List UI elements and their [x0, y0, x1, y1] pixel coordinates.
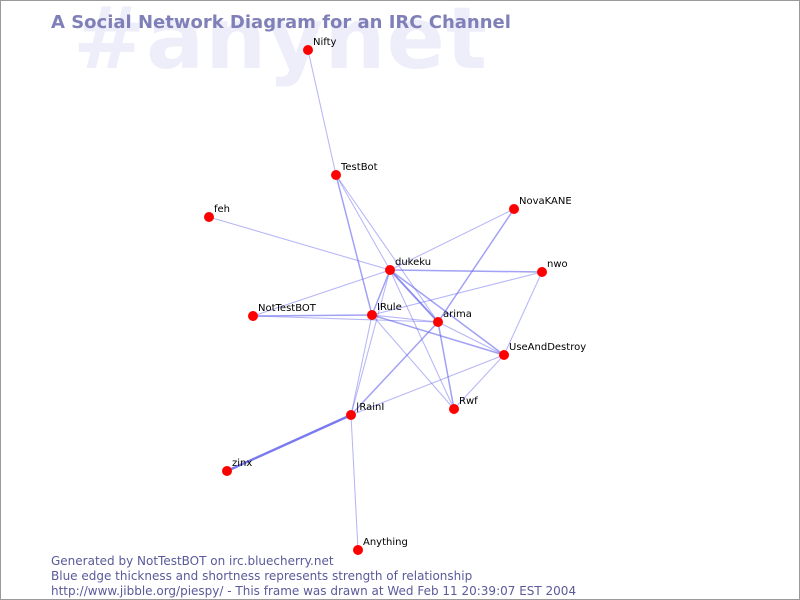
node-label-feh: feh [214, 204, 230, 215]
footer-frame-info: http://www.jibble.org/piespy/ - This fra… [51, 584, 577, 598]
edge-IRule-Rwf [371, 314, 455, 410]
edge-NovaKANE-dukeku [389, 208, 515, 271]
node-nwo [537, 267, 547, 277]
edge-feh-dukeku [208, 216, 391, 271]
edge-TestBot-arima [335, 174, 439, 323]
node-label-Nifty: Nifty [313, 37, 337, 48]
node-label-NotTestBOT: NotTestBOT [258, 303, 317, 314]
node-feh [204, 212, 214, 222]
edge-IRule-UseAndDestroy [371, 314, 505, 356]
edge-NotTestBOT-arima [252, 315, 439, 323]
edge-IRainI-zinx [226, 413, 352, 473]
channel-watermark: #anynet [73, 0, 489, 89]
node-IRule [367, 310, 377, 320]
edge-TestBot-dukeku [335, 174, 391, 271]
node-label-Rwf: Rwf [459, 396, 478, 407]
node-dukeku [385, 265, 395, 275]
node-zinx [222, 466, 232, 476]
footer-legend-note: Blue edge thickness and shortness repres… [51, 569, 473, 583]
node-Nifty [303, 45, 313, 55]
edge-dukeku-IRule [371, 269, 391, 316]
edge-Nifty-TestBot [307, 49, 337, 176]
edge-nwo-IRule [371, 271, 543, 316]
node-TestBot [331, 170, 341, 180]
diagram-title: A Social Network Diagram for an IRC Chan… [51, 12, 511, 33]
edge-NotTestBOT-IRule [252, 314, 373, 317]
node-label-IRainI: |RainI [356, 402, 384, 413]
edge-TestBot-IRule [335, 174, 373, 316]
node-IRainI [346, 410, 356, 420]
footer-generated-by: Generated by NotTestBOT on irc.bluecherr… [51, 554, 334, 568]
node-label-UseAndDestroy: UseAndDestroy [509, 342, 586, 353]
edge-dukeku-NotTestBOT [252, 269, 391, 317]
node-UseAndDestroy [499, 350, 509, 360]
node-Rwf [449, 404, 459, 414]
node-label-IRule: IRule [377, 302, 402, 313]
edge-arima-Rwf [437, 321, 455, 410]
node-arima [433, 317, 443, 327]
edge-UseAndDestroy-IRainI [350, 354, 505, 416]
edge-dukeku-UseAndDestroy [389, 269, 505, 356]
node-label-dukeku: dukeku [395, 257, 431, 268]
node-label-nwo: nwo [547, 259, 568, 270]
node-label-arima: arima [443, 309, 472, 320]
edges-layer [208, 49, 543, 551]
edge-dukeku-arima [389, 269, 439, 323]
edge-IRule-IRainI [350, 314, 373, 416]
edge-IRule-arima [371, 314, 439, 323]
node-label-zinx: zinx [232, 458, 252, 469]
edge-UseAndDestroy-Rwf [453, 354, 505, 410]
edge-arima-UseAndDestroy [437, 321, 505, 356]
node-NotTestBOT [248, 311, 258, 321]
node-label-TestBot: TestBot [340, 162, 378, 173]
edge-nwo-UseAndDestroy [503, 271, 543, 356]
edge-IRainI-Anything [350, 414, 359, 551]
node-Anything [353, 545, 363, 555]
node-label-NovaKANE: NovaKANE [519, 196, 572, 207]
node-NovaKANE [509, 204, 519, 214]
footer: Generated by NotTestBOT on irc.bluecherr… [51, 554, 576, 599]
edge-arima-IRainI [350, 321, 439, 416]
edge-dukeku-nwo [389, 269, 543, 273]
edge-dukeku-IRainI [350, 269, 391, 416]
node-label-Anything: Anything [363, 537, 408, 548]
edge-NovaKANE-arima [437, 208, 515, 323]
